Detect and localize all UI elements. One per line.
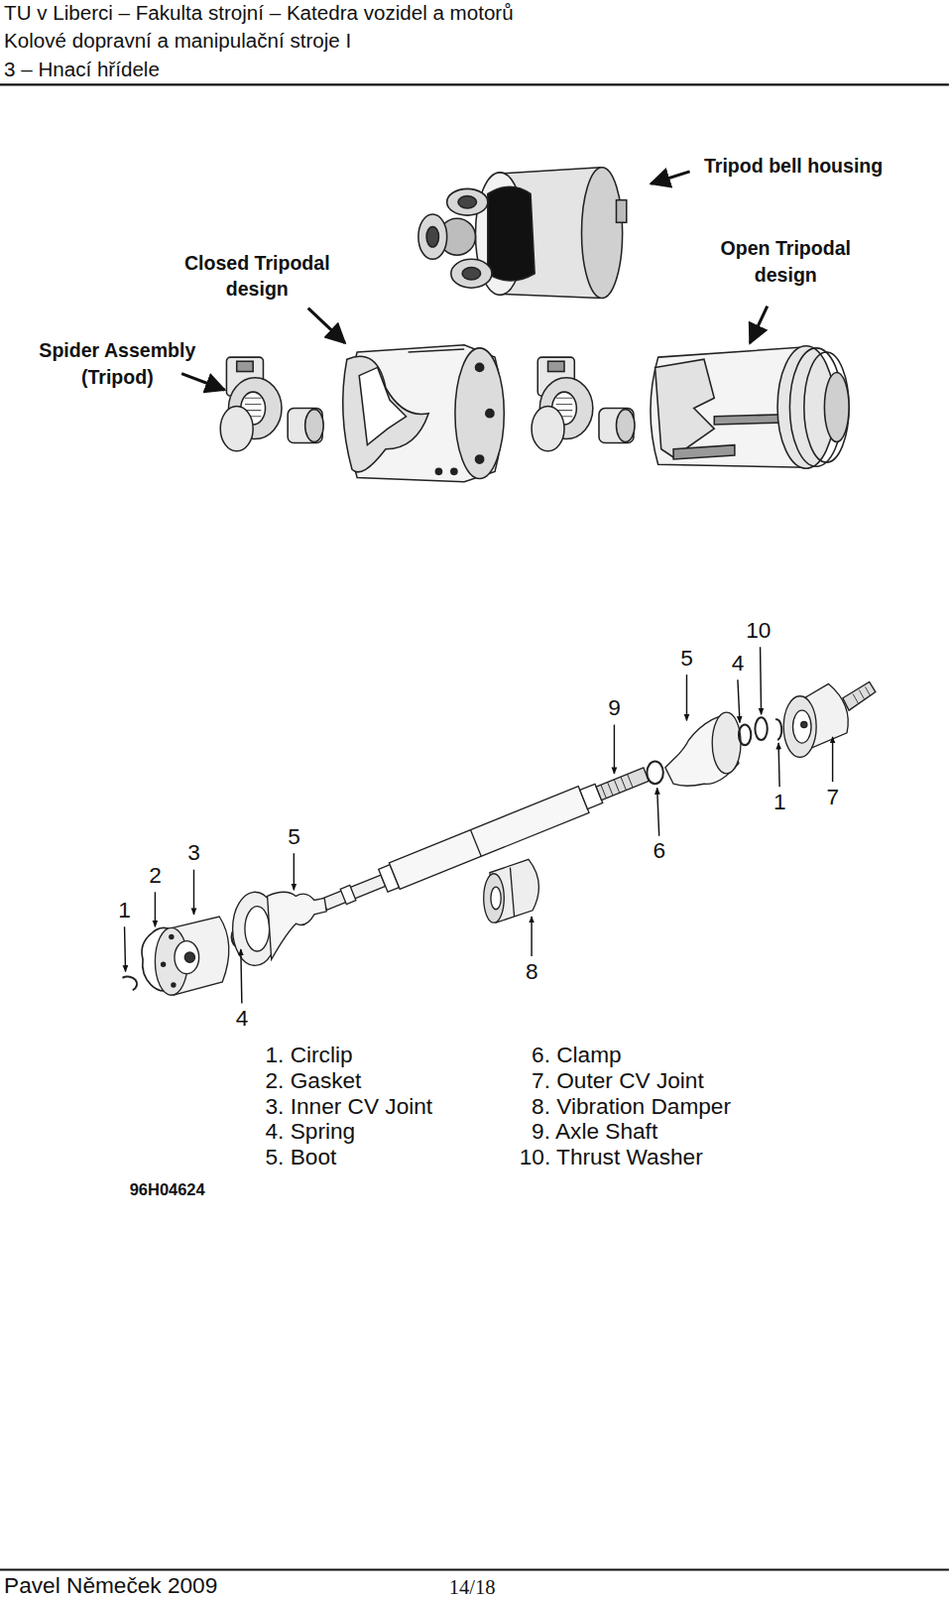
callout-number: 5 (680, 644, 694, 672)
tripod-figure (220, 167, 849, 482)
parts-list-item: 5. Boot (265, 1143, 338, 1171)
header-text: Kolové dopravní a manipulační stroje I (3, 28, 352, 54)
parts-list-item: 8. Vibration Damper (531, 1092, 731, 1120)
page-number: 14/18 (449, 1575, 496, 1599)
parts-list-item: 6. Clamp (531, 1042, 622, 1070)
callout-number: 10 (745, 617, 771, 645)
header-text: 3 – Hnací hřídele (3, 57, 160, 83)
parts-list-item: 7. Outer CV Joint (531, 1067, 705, 1094)
callout-number: 4 (236, 1005, 249, 1033)
callout-number: 3 (187, 839, 201, 867)
part-label: Open Tripodal design (704, 236, 868, 290)
header-text: TU v Liberci – Fakulta strojní – Katedra… (3, 0, 514, 25)
callout-number: 6 (653, 837, 667, 865)
callout-number: 7 (826, 783, 839, 811)
parts-list-item: 3. Inner CV Joint (265, 1092, 434, 1120)
callout-number: 1 (118, 896, 131, 924)
parts-list-item: 2. Gasket (265, 1067, 362, 1094)
header-rule (0, 83, 950, 86)
callout-number: 8 (525, 957, 539, 985)
callout-number: 4 (731, 649, 745, 677)
callout-number: 5 (287, 823, 301, 850)
callout-number: 2 (148, 861, 162, 889)
leader-arrows (124, 646, 833, 1003)
parts-list-item: 9. Axle Shaft (531, 1118, 658, 1146)
figure-code: 96H04624 (129, 1179, 206, 1199)
parts-list-item: 4. Spring (265, 1118, 357, 1146)
parts-list-item: 10. Thrust Washer (519, 1143, 704, 1171)
part-label: Closed Tripodal design (167, 249, 347, 304)
callout-number: 9 (607, 695, 621, 722)
footer-rule (0, 1567, 950, 1570)
exploded-view (121, 681, 875, 995)
callout-number: 1 (773, 788, 787, 816)
parts-list-item: 1. Circlip (265, 1042, 354, 1070)
part-label: Tripod bell housing (704, 154, 883, 178)
footer-text: Pavel Němeček 2009 (3, 1573, 218, 1599)
part-label: Spider Assembly (Tripod) (20, 338, 215, 392)
